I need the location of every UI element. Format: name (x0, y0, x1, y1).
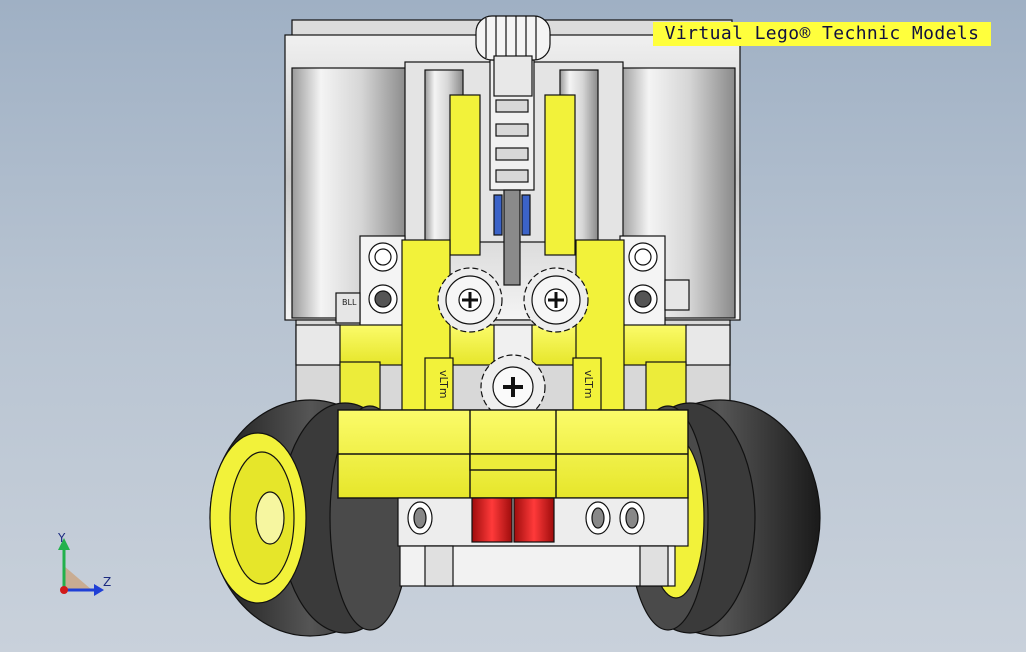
lower-chassis (397, 497, 689, 587)
z-axis-label: Z (103, 575, 112, 589)
front-yellow-bricks (337, 409, 689, 499)
top-gear (475, 15, 551, 97)
bottom-gear (480, 324, 546, 420)
plate-marking: BLL (342, 298, 357, 307)
left-beam-marking: vLTm (437, 370, 450, 399)
left-gear (437, 267, 503, 333)
y-axis-label: Y (58, 531, 66, 545)
right-beam-marking: vLTm (582, 370, 595, 399)
right-gear (523, 267, 589, 333)
axis-triad (58, 538, 104, 596)
watermark-banner: Virtual Lego® Technic Models (653, 22, 991, 46)
